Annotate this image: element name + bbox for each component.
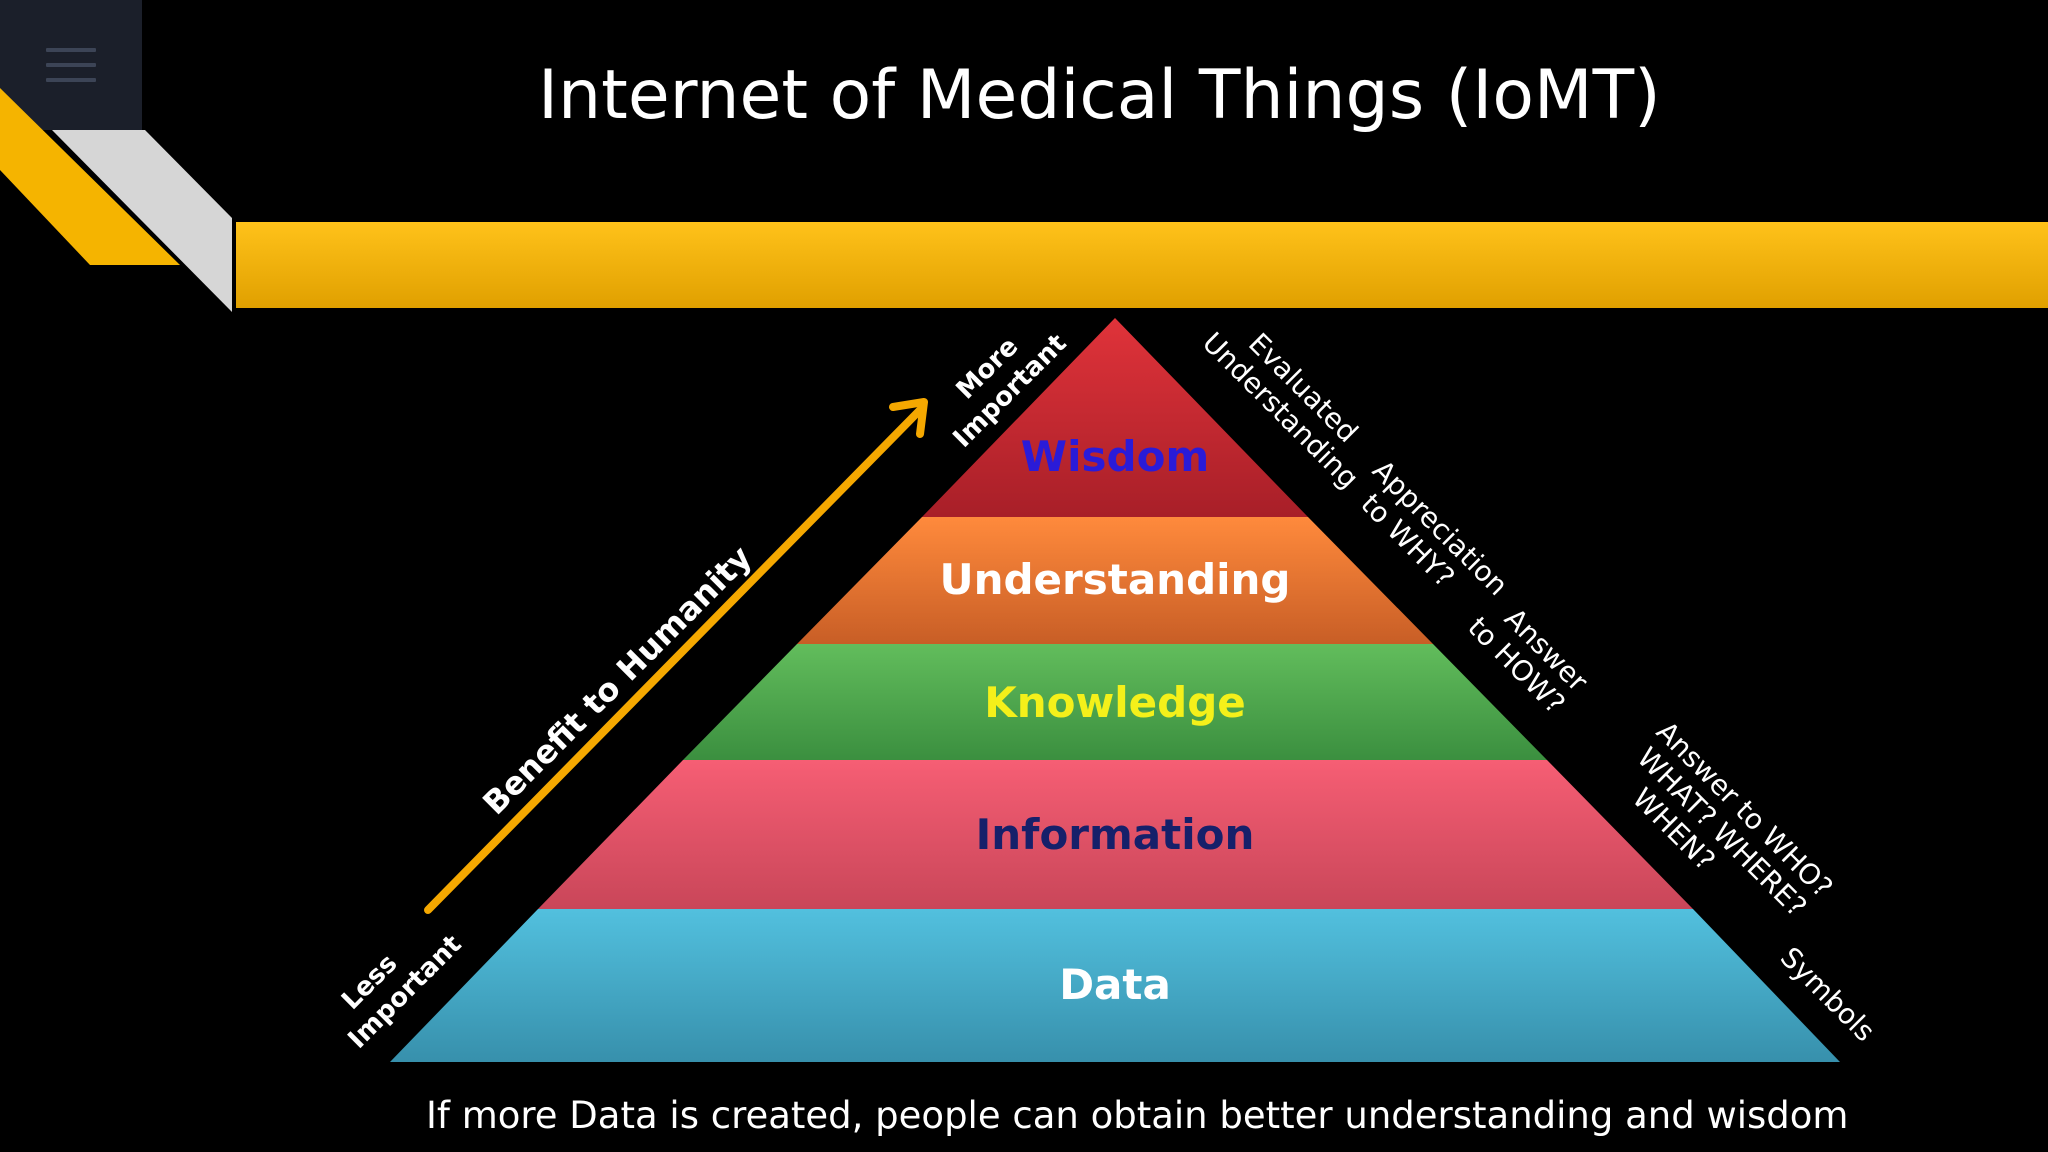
menu-button[interactable]	[0, 0, 142, 130]
silver-diagonal-stripe	[52, 130, 232, 312]
pyramid-label-information: Information	[976, 810, 1255, 859]
pyramid-level-knowledge	[683, 644, 1547, 760]
slide-title: Internet of Medical Things (IoMT)	[538, 56, 1661, 135]
hamburger-menu-icon	[46, 37, 96, 93]
pyramid-level-wisdom	[922, 318, 1308, 517]
slide-caption: If more Data is created, people can obta…	[426, 1094, 1849, 1137]
pyramid-label-wisdom: Wisdom	[1021, 432, 1209, 481]
gold-diagonal-stripe	[0, 88, 180, 265]
benefit-arrow-shaft	[424, 406, 924, 914]
benefit-arrow-head	[889, 398, 928, 438]
pyramid-level-information	[538, 760, 1693, 909]
gold-header-bar	[236, 222, 2048, 308]
pyramid-label-understanding: Understanding	[939, 555, 1290, 604]
pyramid-level-understanding	[797, 517, 1433, 644]
pyramid-level-data	[390, 909, 1840, 1062]
pyramid-label-knowledge: Knowledge	[984, 678, 1246, 727]
pyramid-label-data: Data	[1059, 960, 1171, 1009]
